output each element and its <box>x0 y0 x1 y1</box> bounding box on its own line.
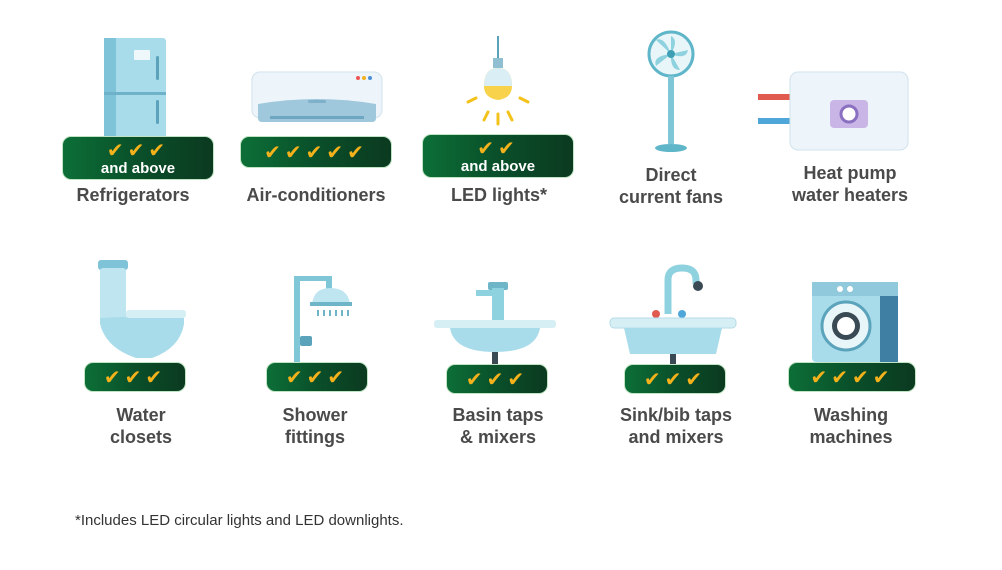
rating-badge: ✔✔✔ <box>624 364 726 394</box>
tick-marks: ✔✔✔ <box>103 365 167 389</box>
label-line-2: machines <box>809 427 893 447</box>
tick-marks: ✔✔ <box>477 135 519 160</box>
rating-badge: ✔✔✔ and above <box>62 136 214 180</box>
tick-marks: ✔✔✔ <box>465 367 529 391</box>
label-line-1: Water <box>116 405 166 425</box>
tick-marks: ✔✔✔✔ <box>810 365 894 389</box>
appliance-label: Air-conditioners <box>246 185 386 205</box>
appliance-label: Refrigerators <box>76 185 190 205</box>
led-bulb-icon <box>466 36 530 126</box>
label-line-2: current fans <box>618 187 724 207</box>
fan-icon <box>647 30 695 152</box>
appliance-label: Direct current fans <box>596 164 746 208</box>
appliance-label: Heat pump water heaters <box>770 162 930 206</box>
rating-badge: ✔✔✔✔ <box>788 362 916 392</box>
label-line-1: Washing <box>813 405 889 425</box>
footnote: *Includes LED circular lights and LED do… <box>75 512 404 529</box>
appliance-label: Water closets <box>66 404 216 448</box>
label-line-2: and mixers <box>628 427 724 447</box>
tick-marks: ✔✔✔✔✔ <box>264 140 368 164</box>
appliance-label: Washing machines <box>776 404 926 448</box>
rating-badge: ✔✔✔ <box>266 362 368 392</box>
air-conditioner-icon <box>251 71 383 122</box>
appliance-label: Basin taps & mixers <box>418 404 578 448</box>
label-line-2: & mixers <box>459 427 537 447</box>
label-line-1: Sink/bib taps <box>619 405 733 425</box>
tick-marks: ✔✔✔ <box>106 137 170 162</box>
shower-icon <box>294 276 352 362</box>
sink-tap-icon <box>609 264 737 366</box>
appliance-label: Shower fittings <box>240 404 390 448</box>
label-line-1: Shower <box>282 405 348 425</box>
washing-machine-icon <box>812 282 898 362</box>
label-line-1: Heat pump <box>803 163 897 183</box>
label-line-2: closets <box>109 427 173 447</box>
label-line-1: Basin taps <box>452 405 544 425</box>
appliance-label: Sink/bib taps and mixers <box>596 404 756 448</box>
basin-tap-icon <box>434 282 556 366</box>
tick-marks: ✔✔✔ <box>643 367 707 391</box>
appliance-label: LED lights* <box>450 185 547 205</box>
rating-qualifier: and above <box>460 157 536 175</box>
tick-marks: ✔✔✔ <box>285 365 349 389</box>
rating-badge: ✔✔✔ <box>84 362 186 392</box>
label-line-1: Direct <box>645 165 697 185</box>
rating-badge: ✔✔✔✔✔ <box>240 136 392 168</box>
rating-badge: ✔✔✔ <box>446 364 548 394</box>
toilet-icon <box>98 260 186 358</box>
rating-qualifier: and above <box>100 159 176 177</box>
rating-badge: ✔✔ and above <box>422 134 574 178</box>
label-line-2: water heaters <box>791 185 909 205</box>
water-heater-icon <box>758 71 909 151</box>
label-line-2: fittings <box>285 427 345 447</box>
refrigerator-icon <box>104 38 166 140</box>
